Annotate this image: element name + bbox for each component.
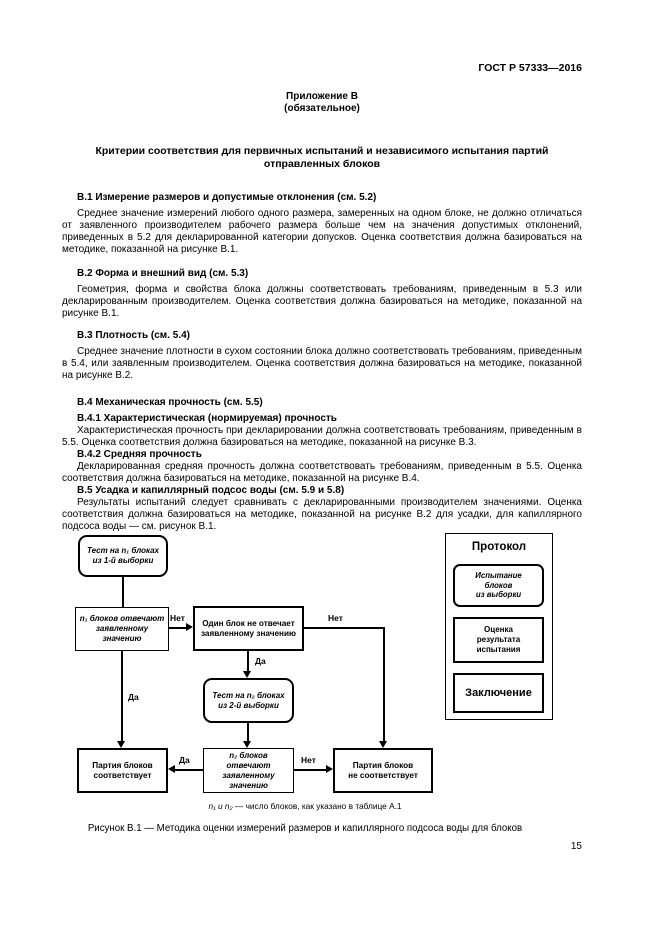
connector-line bbox=[121, 651, 123, 742]
arrow-label-yes: Да bbox=[255, 656, 266, 666]
section-heading-b1: В.1 Измерение размеров и допустимые откл… bbox=[77, 192, 377, 203]
section-heading-b2: В.2 Форма и внешний вид (см. 5.3) bbox=[77, 268, 249, 279]
page-title: Критерии соответствия для первичных испы… bbox=[95, 145, 549, 170]
connector-line bbox=[294, 769, 326, 771]
section-heading-b4: В.4 Механическая прочность (см. 5.5) bbox=[77, 397, 263, 408]
arrowhead-right-icon bbox=[186, 623, 193, 631]
flowchart-box-batch-fails: Партия блоков не соответствует bbox=[333, 748, 433, 793]
arrow-label-no: Нет bbox=[301, 755, 316, 765]
arrowhead-down-icon bbox=[243, 741, 251, 748]
protocol-step-evaluation: Оценка результата испытания bbox=[453, 617, 544, 663]
figure-footnote: n₁ и n₂ — число блоков, как указано в та… bbox=[75, 801, 535, 811]
figure-caption: Рисунок В.1 — Методика оценки измерений … bbox=[87, 823, 523, 834]
section-body-b3: Среднее значение плотности в сухом состо… bbox=[62, 346, 582, 381]
section-heading-b42: В.4.2 Средняя прочность bbox=[77, 449, 202, 460]
connector-line bbox=[383, 627, 385, 742]
connector-line bbox=[247, 651, 249, 671]
connector-line bbox=[122, 577, 124, 607]
figure-b1-flowchart: Тест на n₁ блоках из 1-й выборки n₁ блок… bbox=[0, 528, 661, 868]
appendix-kind: (обязательное) bbox=[284, 103, 360, 114]
protocol-step-test: Испытание блоков из выборки bbox=[453, 564, 544, 607]
section-body-b41: Характеристическая прочность при деклари… bbox=[62, 425, 582, 448]
connector-line bbox=[304, 627, 384, 629]
arrowhead-down-icon bbox=[243, 671, 251, 678]
footnote-variables: n₁ и n₂ bbox=[208, 801, 233, 811]
flowchart-box-n1-conform: n₁ блоков отвечают заявленному значению bbox=[75, 607, 169, 651]
flowchart-box-test-sample1: Тест на n₁ блоках из 1-й выборки bbox=[78, 535, 168, 577]
section-body-b5: Результаты испытаний следует сравнивать … bbox=[62, 497, 582, 532]
section-heading-b3: В.3 Плотность (см. 5.4) bbox=[77, 330, 190, 341]
footnote-text: — число блоков, как указано в таблице А.… bbox=[232, 801, 402, 811]
flowchart-box-n2-conform: n₂ блоков отвечают заявленному значению bbox=[203, 748, 294, 793]
section-heading-b41: В.4.1 Характеристическая (нормируемая) п… bbox=[77, 413, 337, 424]
protocol-legend-panel: Протокол Испытание блоков из выборки Оце… bbox=[445, 533, 553, 720]
protocol-step-conclusion: Заключение bbox=[453, 673, 544, 713]
connector-line bbox=[175, 769, 203, 771]
section-body-b42: Декларированная средняя прочность должна… bbox=[62, 461, 582, 484]
arrowhead-down-icon bbox=[117, 741, 125, 748]
arrow-label-yes: Да bbox=[128, 692, 139, 702]
appendix-label: Приложение В bbox=[286, 91, 358, 102]
arrowhead-right-icon bbox=[326, 765, 333, 773]
arrow-label-yes: Да bbox=[179, 755, 190, 765]
arrowhead-down-icon bbox=[379, 741, 387, 748]
section-body-b2: Геометрия, форма и свойства блока должны… bbox=[62, 284, 582, 319]
page-number: 15 bbox=[570, 841, 582, 852]
standard-number: ГОСТ Р 57333—2016 bbox=[478, 62, 582, 74]
section-heading-b5: В.5 Усадка и капиллярный подсос воды (см… bbox=[77, 485, 345, 496]
arrow-label-no: Нет bbox=[328, 613, 343, 623]
connector-line bbox=[169, 627, 186, 629]
body-text: В.1 Измерение размеров и допустимые откл… bbox=[62, 192, 582, 533]
protocol-title: Протокол bbox=[471, 541, 527, 553]
connector-line bbox=[247, 723, 249, 742]
section-body-b1: Среднее значение измерений любого одного… bbox=[62, 208, 582, 255]
arrow-label-no: Нет bbox=[170, 613, 185, 623]
flowchart-box-test-sample2: Тест на n₂ блоках из 2-й выборки bbox=[203, 678, 294, 723]
flowchart-box-batch-conforms: Партия блоков соответствует bbox=[77, 748, 168, 793]
arrowhead-left-icon bbox=[168, 765, 175, 773]
flowchart-box-one-block-fails: Один блок не отвечает заявленному значен… bbox=[193, 606, 304, 651]
